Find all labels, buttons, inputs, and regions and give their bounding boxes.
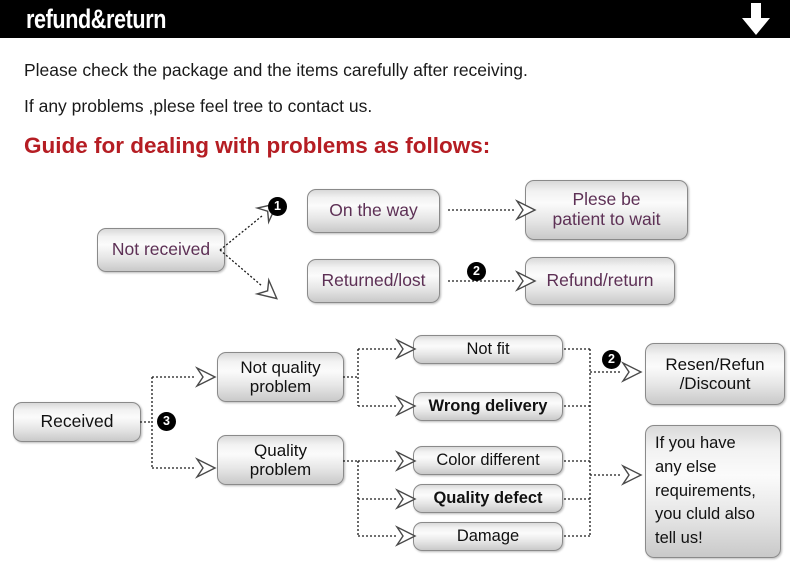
badge-step-1: 1 — [268, 197, 287, 216]
page-title: refund&return — [26, 4, 166, 34]
intro-line-2: If any problems ,plese feel tree to cont… — [24, 96, 373, 116]
box-resend-refund-discount-line-2: /Discount — [679, 374, 751, 393]
box-on-the-way[interactable]: On the way — [307, 189, 440, 233]
box-contact-note-line-5: tell us! — [655, 529, 703, 548]
badge-step-2-bottom: 2 — [602, 350, 621, 369]
box-resend-refund-discount[interactable]: Resen/Refun /Discount — [645, 343, 785, 405]
box-not-quality-problem-line-2: problem — [249, 377, 312, 396]
guide-heading: Guide for dealing with problems as follo… — [24, 133, 491, 158]
box-contact-note-line-4: you cluld also — [655, 505, 755, 524]
box-quality-defect[interactable]: Quality defect — [413, 484, 563, 513]
box-quality-problem-line-1: Quality — [254, 440, 307, 460]
box-contact-note-line-1: If you have — [655, 433, 736, 452]
badge-step-2-top: 2 — [467, 262, 486, 281]
box-plese-be-patient[interactable]: Plese be patient to wait — [525, 180, 688, 240]
box-contact-note-line-3: requirements, — [655, 481, 756, 500]
badge-step-3: 3 — [157, 412, 176, 431]
box-plese-be-patient-line-2: patient to wait — [552, 209, 661, 229]
box-not-quality-problem[interactable]: Not quality problem — [217, 352, 344, 402]
header-bar: refund&return — [0, 0, 790, 38]
box-resend-refund-discount-line-1: Resen/Refun — [665, 354, 765, 374]
box-contact-note[interactable]: If you have any else requirements, you c… — [645, 425, 781, 558]
box-quality-problem[interactable]: Quality problem — [217, 435, 344, 485]
box-not-quality-problem-line-1: Not quality — [240, 357, 321, 377]
arrow-down-icon — [742, 3, 770, 35]
box-not-fit[interactable]: Not fit — [413, 335, 563, 364]
box-refund-return[interactable]: Refund/return — [525, 257, 675, 305]
box-returned-lost[interactable]: Returned/lost — [307, 259, 440, 303]
box-quality-problem-line-2: problem — [249, 460, 312, 479]
box-plese-be-patient-line-1: Plese be — [572, 189, 641, 210]
intro-line-1: Please check the package and the items c… — [24, 60, 528, 80]
box-not-received[interactable]: Not received — [97, 228, 225, 272]
box-damage[interactable]: Damage — [413, 522, 563, 551]
box-wrong-delivery[interactable]: Wrong delivery — [413, 392, 563, 421]
box-received[interactable]: Received — [13, 402, 141, 442]
box-color-different[interactable]: Color different — [413, 446, 563, 475]
box-contact-note-line-2: any else — [655, 457, 717, 476]
